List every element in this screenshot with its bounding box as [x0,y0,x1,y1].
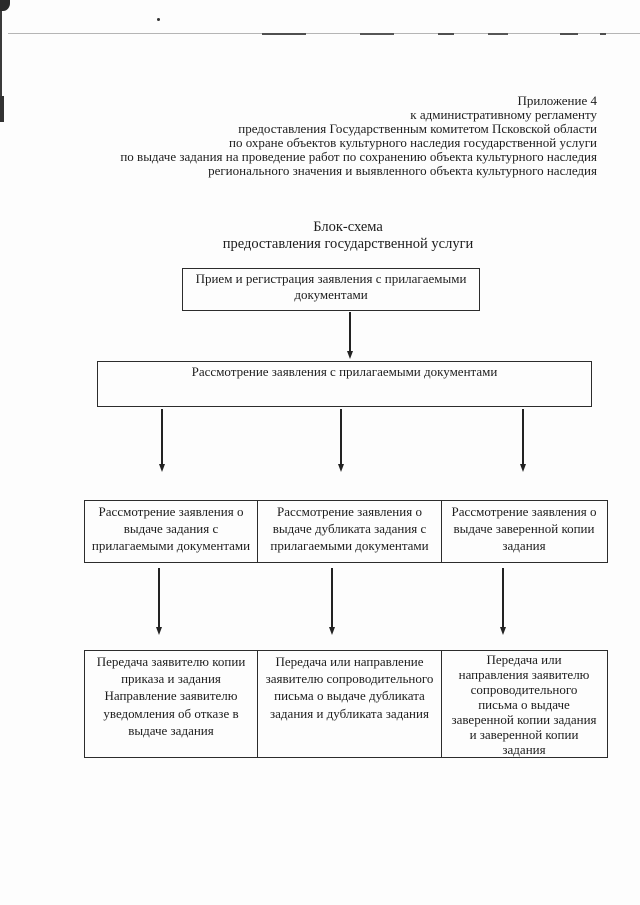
flow-box-result-task: Передача заявителю копии приказа и задан… [96,654,246,738]
scan-artifact [0,0,10,11]
flow-box-review: Рассмотрение заявления с прилагаемыми до… [97,361,592,407]
scan-artifact [438,33,454,35]
header-line: по выдаче задания на проведение работ по… [120,149,597,164]
down-arrow [161,409,163,464]
down-arrow [522,409,524,464]
title-line: предоставления государственной услуги [222,235,474,252]
scan-artifact [360,33,394,35]
scan-artifact [0,0,2,96]
header-line: предоставления Государственным комитетом… [238,121,597,136]
scan-artifact [0,96,4,122]
down-arrow [158,568,160,627]
result-row: Передача заявителю копии приказа и задан… [84,650,608,758]
scan-artifact [600,33,606,35]
header-line: к административному регламенту [410,107,597,122]
down-arrow [502,568,504,627]
flow-box-result-duplicate: Передача или направление заявителю сопро… [257,651,441,757]
scan-artifact [262,33,306,35]
down-arrow [331,568,333,627]
title-line: Блок-схема [313,219,383,235]
header-line: Приложение 4 [517,93,597,108]
scan-artifact [8,33,640,34]
down-arrow [349,312,351,351]
document-title: Блок-схема предоставления государственно… [56,219,640,252]
flow-box-review-certified-copy: Рассмотрение заявления о выдаче заверенн… [441,501,606,562]
scan-artifact [157,18,160,21]
header-line: по охране объектов культурного наследия … [229,135,597,150]
flow-box-review-duplicate: Рассмотрение заявления о выдаче дубликат… [257,501,441,562]
scan-artifact [560,33,578,35]
down-arrow [340,409,342,464]
branch-review-row: Рассмотрение заявления о выдаче задания … [84,500,608,563]
flow-box-reception: Прием и регистрация заявления с прилагае… [182,268,480,311]
flow-box-review-task: Рассмотрение заявления о выдаче задания … [91,504,251,554]
header-line: регионального значения и выявленного объ… [208,163,597,178]
appendix-header: Приложение 4 к административному регламе… [35,94,597,178]
flow-box-result-certified-copy: Передача или направления заявителю сопро… [441,651,606,757]
scan-artifact [488,33,508,35]
